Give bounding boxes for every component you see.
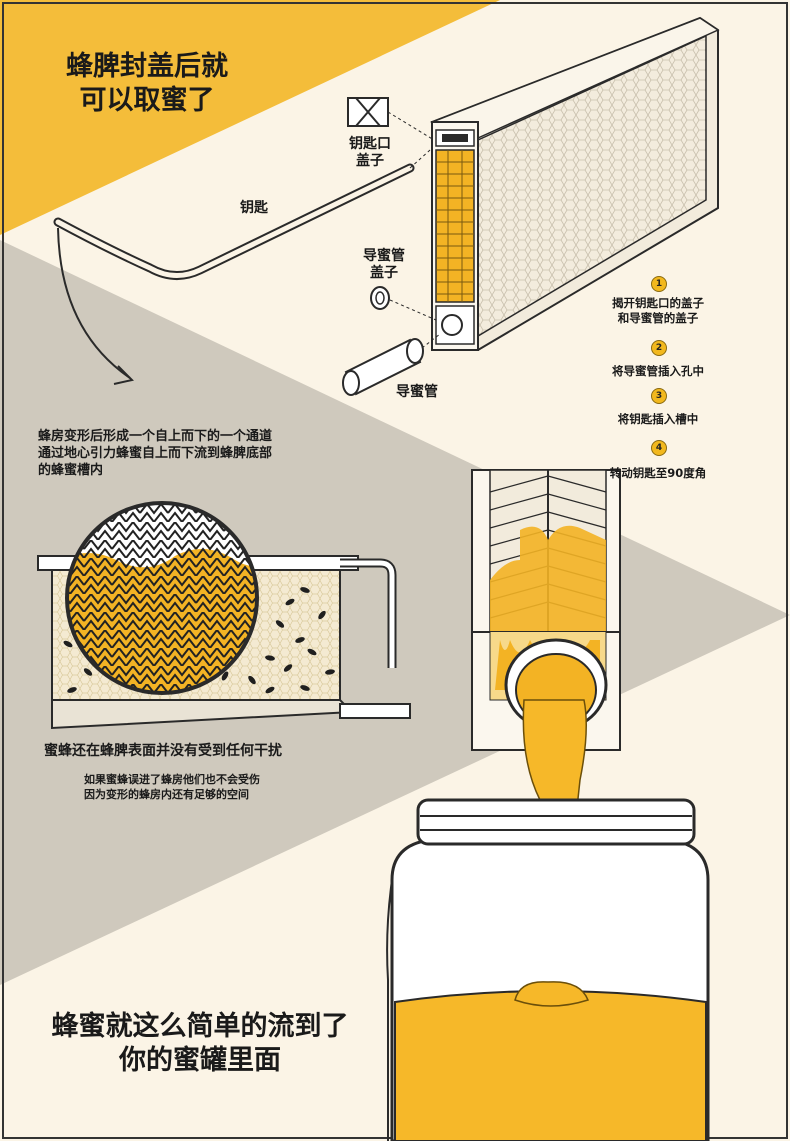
step-4-text: 转动钥匙至90度角	[609, 466, 707, 480]
key-label: 钥匙	[240, 200, 268, 216]
footer-title-line-2: 你的蜜罐里面	[119, 1045, 281, 1076]
step-3-text: 将钥匙插入槽中	[617, 412, 699, 426]
keyhole-cap-label: 钥匙口 盖子	[330, 136, 410, 170]
header-title: 蜂脾封盖后就 可以取蜜了	[42, 50, 252, 118]
bees-caption: 蜜蜂还在蜂脾表面并没有受到任何干扰	[44, 743, 282, 759]
step-1-text: 揭开钥匙口的盖子 和导蜜管的盖子	[578, 296, 738, 326]
cells-description-line-1: 蜂房变形后形成一个自上而下的一个通道	[38, 429, 273, 444]
bees-note: 如果蜜蜂误进了蜂房他们也不会受伤 因为变形的蜂房内还有足够的空间	[84, 772, 260, 802]
cells-description: 蜂房变形后形成一个自上而下的一个通道 通过地心引力蜂蜜自上而下流到蜂脾底部 的蜂…	[38, 428, 272, 479]
cells-description-line-3: 的蜂蜜槽内	[38, 463, 104, 478]
footer-title-line-1: 蜂蜜就这么简单的流到了	[51, 1011, 349, 1042]
keyhole-cap-label-line-2: 盖子	[356, 153, 384, 169]
step-2-text: 将导蜜管插入孔中	[612, 364, 704, 378]
hive-frame	[429, 16, 720, 351]
bees-note-line-2: 因为变形的蜂房内还有足够的空间	[84, 788, 249, 801]
footer-title: 蜂蜜就这么简单的流到了 你的蜜罐里面	[30, 1010, 370, 1078]
header-title-line-2: 可以取蜜了	[79, 85, 215, 116]
tube-cap-label-line-2: 盖子	[370, 265, 398, 281]
step-1-badge: 1	[651, 276, 667, 292]
yellow-corner	[0, 0, 500, 235]
bees	[63, 587, 335, 694]
tube-cap-label-line-1: 导蜜管	[363, 248, 405, 264]
keyhole-cap	[347, 97, 435, 141]
step-2-badge: 2	[651, 340, 667, 356]
bees-note-line-1: 如果蜜蜂误进了蜂房他们也不会受伤	[84, 773, 260, 786]
keyhole-cap-label-line-1: 钥匙口	[349, 136, 391, 152]
tube-cap-label: 导蜜管 盖子	[344, 248, 424, 282]
magnified-cells	[65, 501, 259, 695]
header-title-line-1: 蜂脾封盖后就	[66, 51, 228, 82]
honey-jar	[386, 798, 710, 1141]
step-3-badge: 3	[651, 388, 667, 404]
honey-tube	[342, 333, 441, 396]
step-1-text-line-1: 揭开钥匙口的盖子	[612, 296, 704, 310]
cells-description-line-2: 通过地心引力蜂蜜自上而下流到蜂脾底部	[38, 446, 273, 461]
step-4-badge: 4	[651, 440, 667, 456]
tube-label: 导蜜管	[396, 384, 438, 400]
step-1-text-line-2: 和导蜜管的盖子	[617, 311, 699, 325]
tube-cap	[370, 286, 437, 321]
